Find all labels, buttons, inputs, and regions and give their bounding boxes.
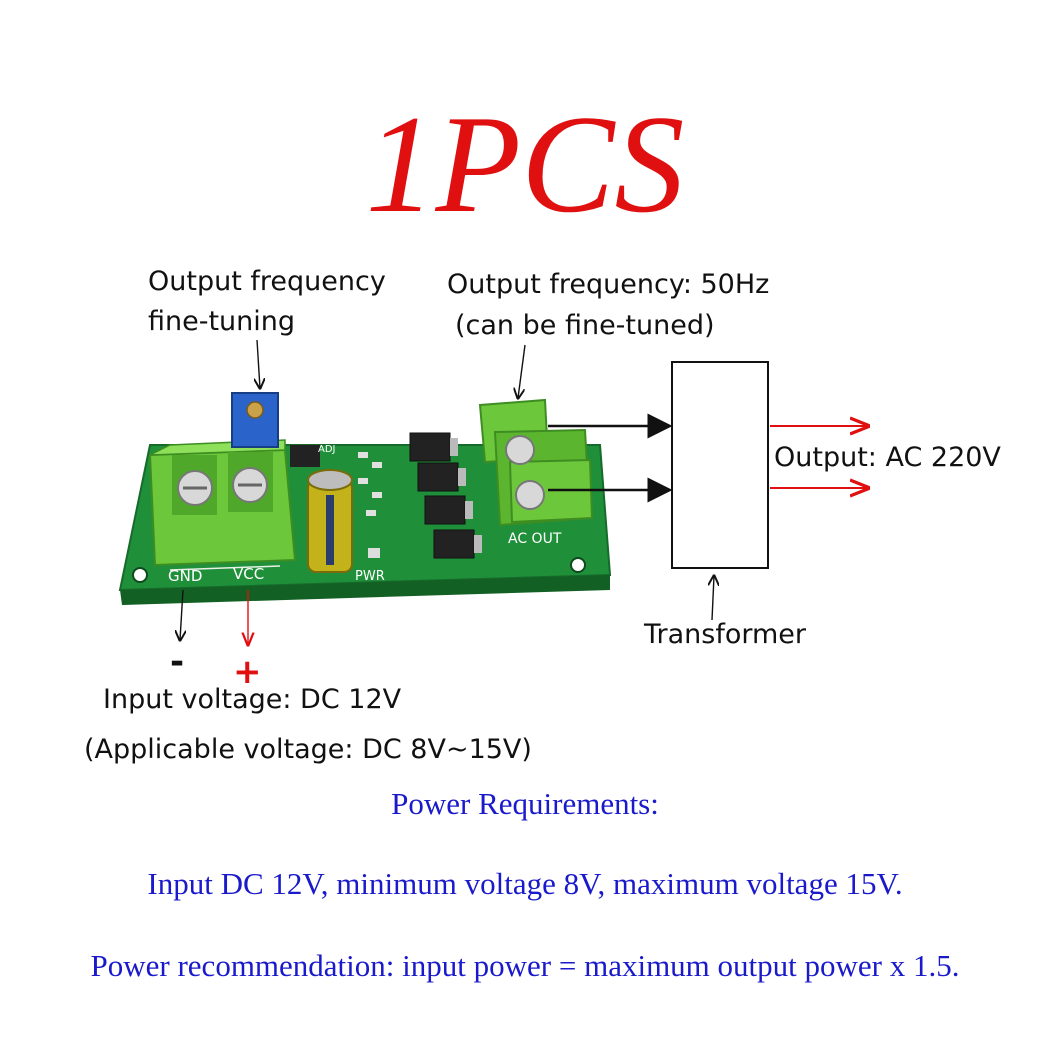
label-output-frequency-line1: Output frequency: 50Hz — [447, 269, 770, 300]
label-output-voltage: Output: AC 220V — [774, 442, 1001, 473]
requirements-line2: Power recommendation: input power = maxi… — [90, 948, 960, 983]
mounting-hole — [132, 567, 148, 583]
label-frequency-tuning-line1: Output frequency — [148, 266, 386, 297]
label-input-voltage: Input voltage: DC 12V — [103, 684, 402, 715]
smd-components — [290, 445, 382, 558]
pointer-arrow-fine-tuning — [257, 339, 260, 388]
transformer-box — [671, 361, 769, 569]
mosfets — [409, 432, 482, 559]
output-terminal-block — [478, 398, 594, 527]
board-label-ac-out: AC OUT — [508, 531, 562, 547]
pointer-arrow-transformer — [712, 576, 714, 621]
pointer-arrow-gnd — [180, 589, 183, 640]
input-terminal-block — [148, 439, 297, 567]
board-label-vcc: VCC — [233, 565, 264, 583]
screw-icon — [515, 480, 545, 510]
board-label-pwr: PWR — [355, 569, 385, 584]
board-label-gnd: GND — [168, 567, 202, 585]
mounting-hole — [570, 557, 586, 573]
potentiometer — [231, 392, 279, 448]
pwr-led — [368, 548, 380, 558]
capacitor — [307, 469, 353, 573]
screw-icon — [505, 435, 535, 465]
label-output-frequency-line2: (can be fine-tuned) — [455, 310, 715, 341]
requirements-heading: Power Requirements: — [391, 786, 659, 821]
label-applicable-voltage: (Applicable voltage: DC 8V~15V) — [84, 734, 532, 765]
pointer-arrow-output-frequency — [518, 344, 526, 398]
label-frequency-tuning-line2: fine-tuning — [148, 306, 296, 337]
plus-sign: + — [233, 652, 262, 692]
label-transformer: Transformer — [644, 619, 807, 650]
requirements-line1: Input DC 12V, minimum voltage 8V, maximu… — [147, 866, 903, 901]
minus-sign: - — [170, 642, 185, 682]
page-title: 1PCS — [365, 87, 685, 242]
board-label-adj: ADJ — [318, 444, 336, 455]
